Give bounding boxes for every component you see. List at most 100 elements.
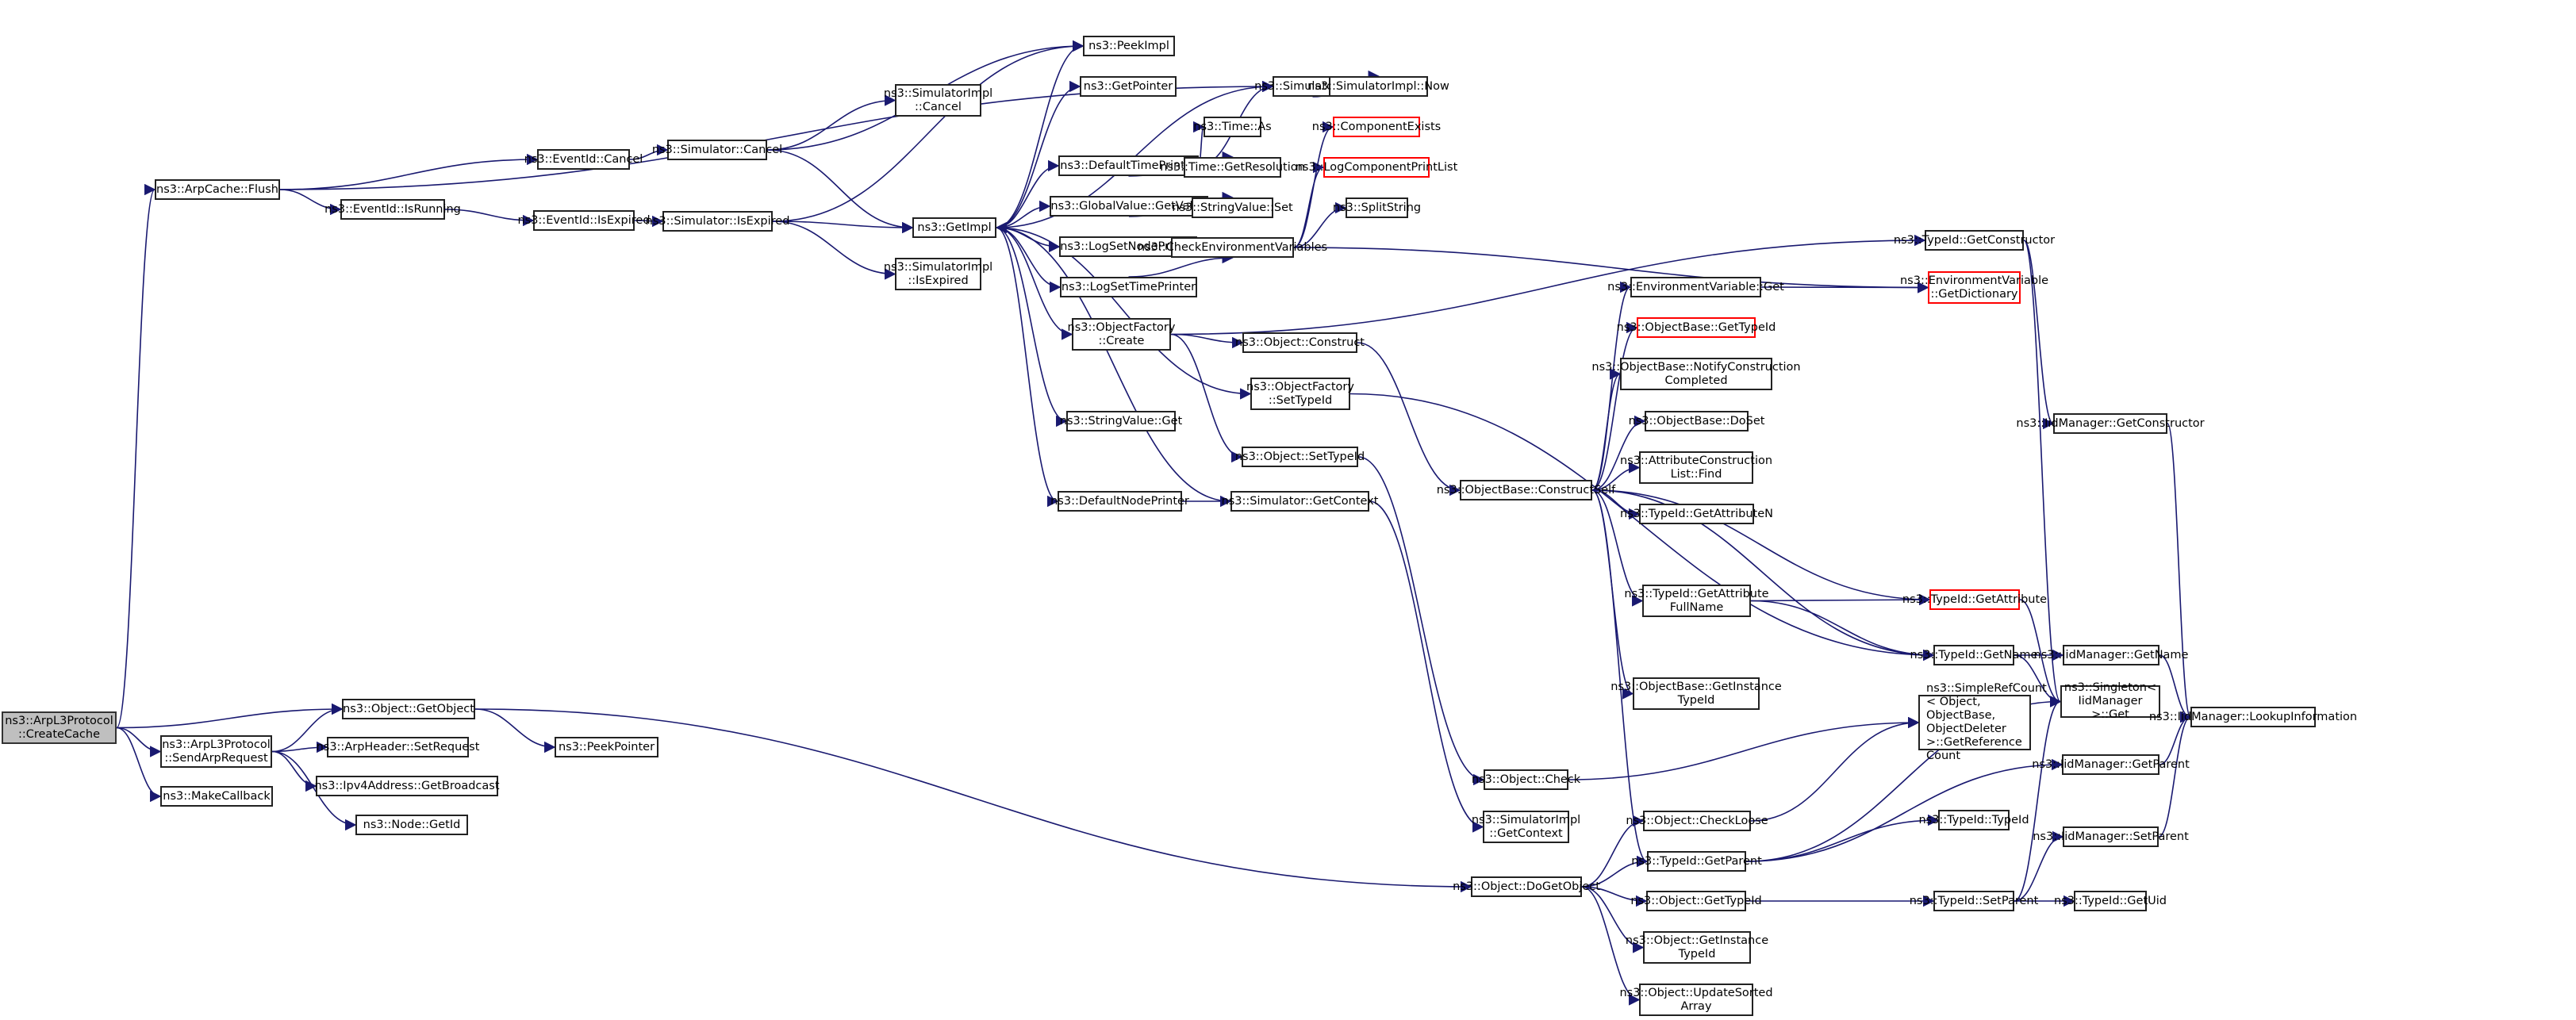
edge-evcancel-to-simcancel	[629, 144, 669, 160]
edge-getimpl-to-ofcreate	[996, 227, 1073, 340]
node-simimplgetctx[interactable]: ns3::SimulatorImpl ::GetContext	[1472, 811, 1580, 843]
node-simimplisexpired[interactable]: ns3::SimulatorImpl ::IsExpired	[884, 258, 992, 290]
node-tgetattribute[interactable]: ns3::TypeId::GetAttribute	[1902, 589, 2047, 610]
node-timeas[interactable]: ns3::Time::As	[1193, 117, 1272, 137]
edge-dogetobject-to-checkloose	[1581, 815, 1645, 888]
node-setrequest[interactable]: ns3::ArpHeader::SetRequest	[317, 737, 479, 757]
node-updsorted[interactable]: ns3::Object::UpdateSorted Array	[1619, 984, 1773, 1016]
node-defnodeprinter[interactable]: ns3::DefaultNodePrinter	[1050, 491, 1189, 512]
node-checkloose[interactable]: ns3::Object::CheckLoose	[1626, 811, 1768, 831]
node-iidgetconstructor[interactable]: ns3::IidManager::GetConstructor	[2016, 413, 2205, 434]
node-tgetuid[interactable]: ns3::TypeId::GetUid	[2054, 891, 2167, 911]
edge-sendarp-to-getobject	[271, 703, 344, 753]
edge-getimpl-to-ofsettypeid	[996, 227, 1252, 400]
edge-ofcreate-to-objsettypeid	[1170, 333, 1243, 463]
edge-constructself-to-getattrfull	[1591, 489, 1644, 607]
edge-constructself-to-tgetattribute	[1591, 489, 1931, 606]
node-attrfind[interactable]: ns3::AttributeConstruction List::Find	[1620, 451, 1772, 484]
node-getattrfull[interactable]: ns3::TypeId::GetAttribute FullName	[1624, 585, 1769, 617]
node-ttypeid[interactable]: ns3::TypeId::TypeId	[1918, 810, 2029, 830]
node-simimplnow[interactable]: ns3::SimulatorImpl::Now	[1307, 76, 1449, 97]
node-checkenv[interactable]: ns3::CheckEnvironmentVariables	[1138, 237, 1327, 258]
node-svset[interactable]: ns3::StringValue::Set	[1172, 197, 1293, 218]
node-obgetinst[interactable]: ns3::ObjectBase::GetInstance TypeId	[1610, 677, 1782, 710]
node-splitstring[interactable]: ns3::SplitString	[1333, 197, 1421, 218]
edge-createcache-to-flush	[116, 184, 156, 729]
edge-simcancel-to-getimpl	[766, 149, 914, 234]
node-sendarp[interactable]: ns3::ArpL3Protocol ::SendArpRequest	[160, 735, 272, 768]
node-iidlookup[interactable]: ns3::IidManager::LookupInformation	[2149, 707, 2357, 727]
node-compexists[interactable]: ns3::ComponentExists	[1312, 117, 1441, 137]
node-tgetconstructor[interactable]: ns3::TypeId::GetConstructor	[1894, 230, 2055, 251]
node-getattrn[interactable]: ns3::TypeId::GetAttributeN	[1620, 504, 1773, 524]
node-logsettimeprinter[interactable]: ns3::LogSetTimePrinter	[1060, 277, 1197, 297]
node-nodegetid[interactable]: ns3::Node::GetId	[355, 815, 468, 835]
node-ofsettypeid[interactable]: ns3::ObjectFactory ::SetTypeId	[1246, 378, 1354, 410]
edge-iidgetname-to-iidlookup	[2159, 654, 2192, 723]
edge-sendarp-to-nodegetid	[271, 750, 357, 831]
node-objgettypeid[interactable]: ns3::Object::GetTypeId	[1630, 891, 1762, 911]
node-getbroadcast[interactable]: ns3::Ipv4Address::GetBroadcast	[314, 776, 500, 796]
edge-createcache-to-sendarp	[116, 727, 162, 757]
node-svget[interactable]: ns3::StringValue::Get	[1060, 411, 1182, 431]
edge-envget-to-envgetdict	[1760, 282, 1929, 293]
node-ofcreate[interactable]: ns3::ObjectFactory ::Create	[1068, 318, 1175, 351]
node-getpointer[interactable]: ns3::GetPointer	[1080, 76, 1177, 97]
node-getobject[interactable]: ns3::Object::GetObject	[342, 699, 475, 719]
edge-dogetobject-to-tgetparent	[1581, 855, 1649, 888]
node-makecallback[interactable]: ns3::MakeCallback	[160, 786, 273, 807]
edge-simcancel-to-simimplcancel	[766, 94, 896, 151]
node-evisexpired[interactable]: ns3::EventId::IsExpired	[517, 210, 651, 231]
edge-checkenv-to-envgetdict	[1293, 247, 1929, 293]
edge-tgetconstructor-to-iidgetconstructor	[2023, 240, 2055, 430]
node-simcancel[interactable]: ns3::Simulator::Cancel	[652, 140, 782, 160]
edge-checkenv-to-logcompprint	[1293, 161, 1325, 248]
node-logcompprint[interactable]: ns3::LogComponentPrintList	[1296, 157, 1457, 178]
edge-iidgetconstructor-to-iidlookup	[2167, 423, 2192, 723]
node-evisrunning[interactable]: ns3::EventId::IsRunning	[324, 199, 461, 220]
edge-sendarp-to-setrequest	[271, 741, 328, 753]
node-objsettypeid[interactable]: ns3::Object::SetTypeId	[1235, 447, 1365, 467]
node-tgetparent[interactable]: ns3::TypeId::GetParent	[1631, 851, 1762, 872]
node-flush[interactable]: ns3::ArpCache::Flush	[155, 179, 280, 200]
edge-constructself-to-tgetname	[1591, 489, 1935, 661]
node-evcancel[interactable]: ns3::EventId::Cancel	[524, 149, 643, 170]
node-simimplcancel[interactable]: ns3::SimulatorImpl ::Cancel	[884, 84, 992, 117]
edge-tgetparent-to-iidgetparent	[1745, 758, 2063, 862]
node-singletonget[interactable]: ns3::Singleton< IidManager >::Get	[2060, 681, 2160, 721]
node-simgetcontext[interactable]: ns3::Simulator::GetContext	[1222, 491, 1378, 512]
node-objgetinst[interactable]: ns3::Object::GetInstance TypeId	[1626, 931, 1768, 964]
edge-iidsetparent-to-iidlookup	[2158, 711, 2192, 838]
node-doset[interactable]: ns3::ObjectBase::DoSet	[1629, 411, 1764, 431]
node-iidsetparent[interactable]: ns3::IidManager::SetParent	[2033, 826, 2189, 847]
edge-simgetcontext-to-getimpl	[995, 221, 1231, 502]
node-gvgetvalue[interactable]: ns3::GlobalValue::GetValue	[1050, 196, 1208, 217]
node-peekpointer[interactable]: ns3::PeekPointer	[555, 737, 658, 757]
node-tsetparent[interactable]: ns3::TypeId::SetParent	[1910, 891, 2038, 911]
node-timegetres[interactable]: ns3::Time::GetResolution	[1160, 157, 1305, 178]
node-constructself[interactable]: ns3::ObjectBase::ConstructSelf	[1437, 480, 1615, 500]
edge-objconstruct-to-constructself	[1357, 342, 1461, 497]
edge-tsetparent-to-singletonget	[2014, 696, 2062, 902]
edge-simisexpired-to-getimpl	[772, 220, 914, 234]
edge-logsettimeprinter-to-checkenv	[1128, 251, 1234, 278]
node-iidgetparent[interactable]: ns3::IidManager::GetParent	[2032, 754, 2190, 775]
node-createcache[interactable]: ns3::ArpL3Protocol ::CreateCache	[2, 711, 117, 744]
node-dogetobject[interactable]: ns3::Object::DoGetObject	[1453, 876, 1600, 897]
node-tgetname[interactable]: ns3::TypeId::GetName	[1910, 645, 2037, 665]
node-envget[interactable]: ns3::EnvironmentVariable::Get	[1607, 277, 1784, 297]
edge-ofcreate-to-tgetconstructor	[1170, 234, 1926, 336]
edge-getattrfull-to-tgetname	[1750, 600, 1935, 661]
node-objconstruct[interactable]: ns3::Object::Construct	[1235, 332, 1365, 353]
edge-getimpl-to-peekimpl	[996, 40, 1085, 228]
node-obgettypeid[interactable]: ns3::ObjectBase::GetTypeId	[1617, 317, 1776, 338]
node-refcount[interactable]: ns3::SimpleRefCount < Object, ObjectBase…	[1918, 682, 2047, 762]
node-notifyconst[interactable]: ns3::ObjectBase::NotifyConstruction Comp…	[1591, 358, 1801, 390]
node-objcheck[interactable]: ns3::Object::Check	[1472, 769, 1580, 790]
edge-objcheck-to-refcount	[1568, 716, 1920, 780]
node-envgetdict[interactable]: ns3::EnvironmentVariable ::GetDictionary	[1900, 271, 2048, 304]
node-getimpl[interactable]: ns3::GetImpl	[912, 217, 996, 238]
node-iidgetname[interactable]: ns3::IidManager::GetName	[2034, 645, 2188, 665]
node-simisexpired[interactable]: ns3::Simulator::IsExpired	[646, 211, 789, 232]
node-peekimpl[interactable]: ns3::PeekImpl	[1083, 36, 1175, 56]
